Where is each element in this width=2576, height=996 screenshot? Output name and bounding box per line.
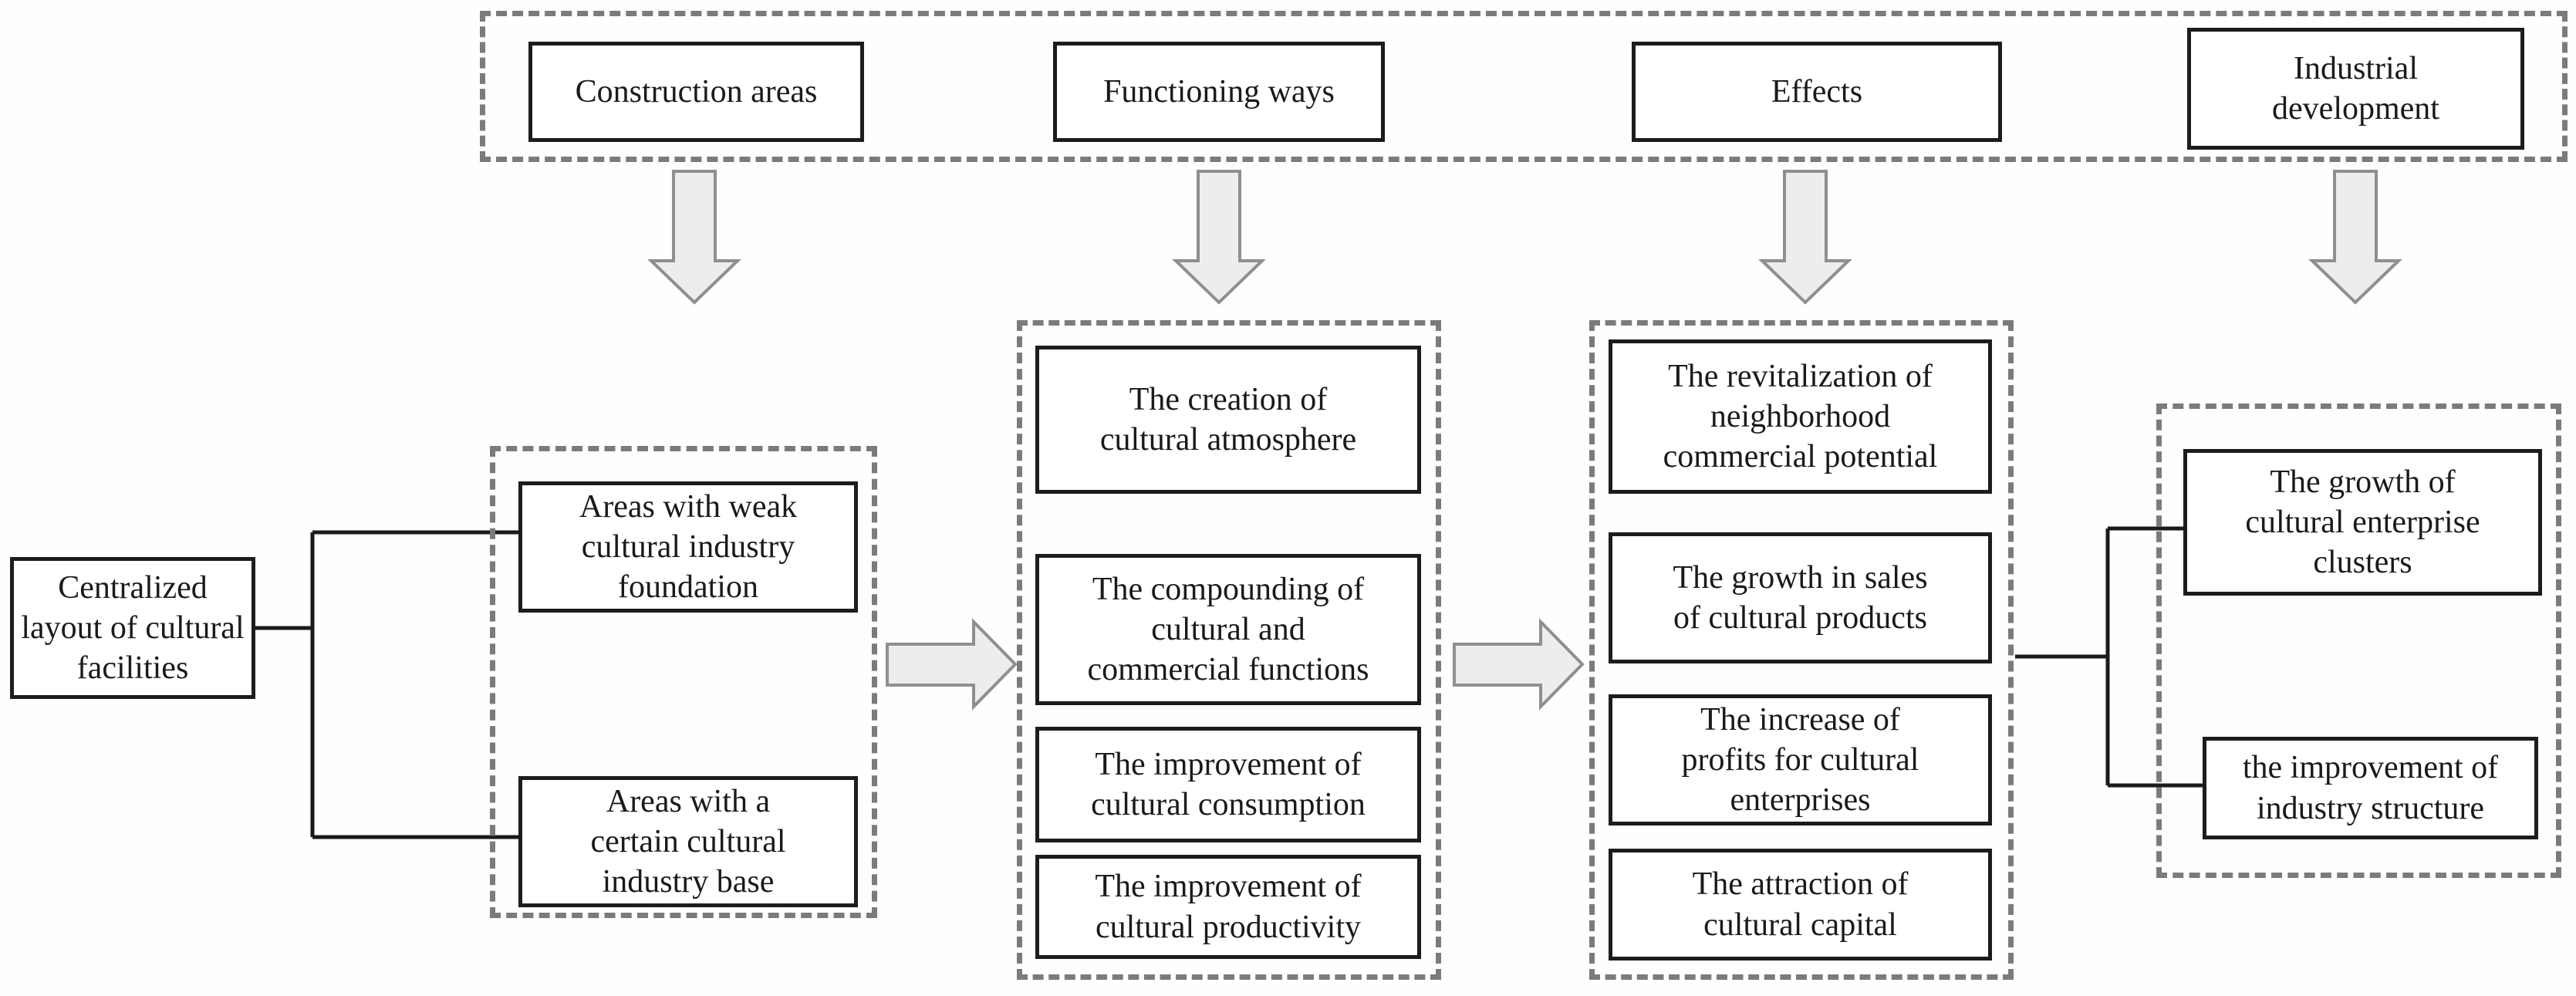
box-growth-sales: The growth in sales of cultural products bbox=[1609, 532, 1992, 663]
box-centralized-layout: Centralized layout of cultural facilitie… bbox=[10, 557, 255, 699]
box-creation-atmosphere-label: The creation of cultural atmosphere bbox=[1099, 381, 1357, 457]
box-growth-clusters: The growth of cultural enterprise cluste… bbox=[2183, 449, 2542, 596]
box-functioning-ways: Functioning ways bbox=[1053, 42, 1385, 142]
box-effects: Effects bbox=[1632, 42, 2002, 142]
box-areas-weak-foundation: Areas with weak cultural industry founda… bbox=[518, 481, 858, 613]
box-revitalization-potential: The revitalization of neighborhood comme… bbox=[1609, 339, 1992, 494]
box-areas-weak-foundation-label: Areas with weak cultural industry founda… bbox=[579, 488, 798, 606]
root-bracket-line bbox=[255, 530, 520, 839]
box-improvement-structure-label: the improvement of industry structure bbox=[2242, 750, 2499, 826]
down-arrow-icon bbox=[647, 170, 741, 305]
box-growth-clusters-label: The growth of cultural enterprise cluste… bbox=[2245, 464, 2480, 581]
industrial-development-group bbox=[2156, 403, 2561, 878]
effects-group bbox=[1589, 320, 2014, 980]
box-improvement-consumption: The improvement of cultural consumption bbox=[1035, 727, 1421, 842]
right-arrow-icon bbox=[1453, 618, 1585, 711]
effects-bracket-line bbox=[2015, 526, 2205, 788]
box-compounding-functions-label: The compounding of cultural and commerci… bbox=[1087, 571, 1369, 688]
box-construction-areas: Construction areas bbox=[528, 42, 864, 142]
box-effects-label: Effects bbox=[1771, 73, 1863, 110]
box-attraction-capital-label: The attraction of cultural capital bbox=[1692, 866, 1909, 943]
header-categories-group bbox=[480, 11, 2568, 162]
box-areas-certain-base: Areas with a certain cultural industry b… bbox=[518, 776, 858, 907]
functioning-ways-group bbox=[1017, 320, 1441, 980]
box-growth-sales-label: The growth in sales of cultural products bbox=[1673, 559, 1928, 636]
box-improvement-consumption-label: The improvement of cultural consumption bbox=[1091, 746, 1366, 822]
box-increase-profits-label: The increase of profits for cultural ent… bbox=[1681, 701, 1919, 819]
box-revitalization-potential-label: The revitalization of neighborhood comme… bbox=[1663, 358, 1938, 475]
down-arrow-icon bbox=[1758, 170, 1852, 305]
box-increase-profits: The increase of profits for cultural ent… bbox=[1609, 694, 1992, 825]
down-arrow-icon bbox=[2308, 170, 2402, 305]
box-creation-atmosphere: The creation of cultural atmosphere bbox=[1035, 346, 1421, 494]
construction-areas-group bbox=[490, 446, 877, 918]
box-industrial-development: Industrial development bbox=[2187, 28, 2524, 150]
box-industrial-development-label: Industrial development bbox=[2272, 50, 2439, 127]
right-arrow-icon bbox=[886, 618, 1018, 711]
box-construction-areas-label: Construction areas bbox=[575, 73, 818, 110]
box-functioning-ways-label: Functioning ways bbox=[1103, 73, 1335, 110]
box-compounding-functions: The compounding of cultural and commerci… bbox=[1035, 554, 1421, 705]
box-improvement-productivity: The improvement of cultural productivity bbox=[1035, 855, 1421, 959]
box-improvement-productivity-label: The improvement of cultural productivity bbox=[1095, 869, 1362, 945]
box-improvement-structure: the improvement of industry structure bbox=[2203, 737, 2538, 839]
box-areas-certain-base-label: Areas with a certain cultural industry b… bbox=[590, 783, 786, 900]
down-arrow-icon bbox=[1172, 170, 1266, 305]
box-attraction-capital: The attraction of cultural capital bbox=[1609, 849, 1992, 961]
box-centralized-layout-label: Centralized layout of cultural facilitie… bbox=[21, 569, 245, 687]
